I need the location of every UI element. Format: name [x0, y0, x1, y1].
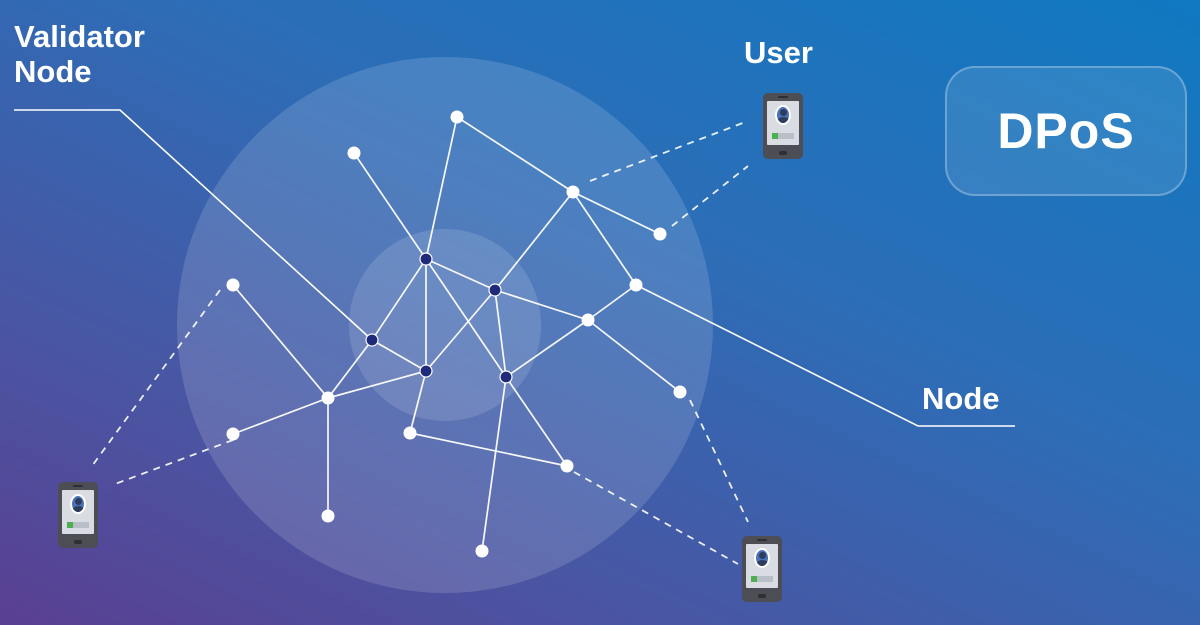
edge [587, 284, 637, 321]
edge [572, 191, 661, 235]
node [581, 313, 595, 327]
node [321, 391, 335, 405]
edge [409, 432, 568, 467]
dashed-link [671, 165, 749, 227]
user-phone-icon [763, 93, 803, 159]
validator-node [488, 283, 502, 297]
node [566, 185, 580, 199]
node [347, 146, 361, 160]
edge [587, 319, 681, 393]
edge [494, 191, 574, 291]
node [560, 459, 574, 473]
node [226, 278, 240, 292]
edge [505, 319, 589, 378]
validator-node [499, 370, 513, 384]
edge [327, 339, 373, 399]
phone-status-bar [67, 522, 89, 528]
edge [425, 258, 496, 291]
node [653, 227, 667, 241]
avatar-icon [775, 105, 791, 125]
user-connections [91, 120, 749, 565]
edge [494, 289, 507, 378]
validator-node-label: Validator Node [14, 19, 145, 89]
node-label: Node [922, 381, 1000, 416]
inner-halo [349, 229, 541, 421]
validator-callout-line [14, 109, 373, 341]
dashed-link [114, 439, 234, 485]
edge [232, 397, 329, 435]
edge [505, 376, 568, 467]
dashed-link [91, 289, 221, 467]
node [475, 544, 489, 558]
phone-screen [767, 101, 799, 145]
validator-label-line2: Node [14, 53, 92, 89]
validator-node [419, 364, 433, 378]
edge [353, 152, 427, 260]
phone-home-button [779, 151, 787, 155]
phone-speaker [757, 539, 767, 541]
dashed-link [589, 120, 749, 182]
node [450, 110, 464, 124]
phone-home-button [74, 540, 82, 544]
phone-speaker [778, 96, 788, 98]
node [629, 278, 643, 292]
edge [232, 284, 329, 399]
avatar-icon [70, 494, 86, 514]
dashed-link [689, 399, 749, 523]
validator-node [365, 333, 379, 347]
edge [572, 191, 637, 286]
edge [425, 258, 507, 378]
network-edges [232, 116, 681, 552]
validator-label-line1: Validator [14, 19, 145, 54]
dpos-title: DPoS [997, 103, 1135, 159]
edge [371, 258, 427, 341]
user-phone-icon [742, 536, 782, 602]
validator-node [419, 252, 433, 266]
callout-lines [14, 109, 1015, 427]
dpos-badge: DPoS [945, 66, 1187, 196]
phone-home-button [758, 594, 766, 598]
node [673, 385, 687, 399]
edge [409, 370, 427, 434]
node [403, 426, 417, 440]
dashed-link [573, 471, 739, 565]
edge [456, 116, 574, 193]
phone-screen [62, 490, 94, 534]
validator-nodes [365, 252, 513, 384]
avatar-icon [754, 548, 770, 568]
user-phone-icon [58, 482, 98, 548]
edge [327, 370, 427, 399]
node [226, 427, 240, 441]
edge [425, 289, 496, 372]
phone-screen [746, 544, 778, 588]
node-callout-line [635, 284, 1015, 427]
edge [481, 376, 507, 552]
phone-status-bar [772, 133, 794, 139]
edge [425, 116, 458, 260]
edge [494, 289, 589, 321]
phone-speaker [73, 485, 83, 487]
regular-nodes [226, 110, 687, 558]
phone-status-bar [751, 576, 773, 582]
user-label: User [744, 35, 813, 70]
edge [371, 339, 427, 372]
node [321, 509, 335, 523]
